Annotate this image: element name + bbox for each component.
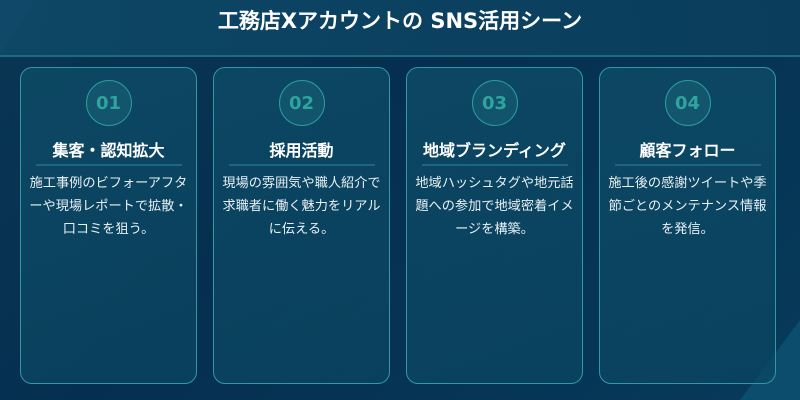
card-description: 施工事例のビフォーアフターや現場レポートで拡散・口コミを狙う。 <box>29 176 188 237</box>
card-local-branding: 03 地域ブランディング 地域ハッシュタグや地元話題への参加で地域密着イメージを… <box>406 67 583 384</box>
header-band: 工務店Xアカウントの SNS活用シーン <box>0 0 800 57</box>
card-description: 現場の雰囲気や職人紹介で求職者に働く魅力をリアルに伝える。 <box>222 176 381 237</box>
number-badge: 04 <box>664 80 711 126</box>
card-awareness: 01 集客・認知拡大 施工事例のビフォーアフターや現場レポートで拡散・口コミを狙… <box>20 67 197 384</box>
card-customer-follow: 04 顧客フォロー 施工後の感謝ツイートや季節ごとのメンテナンス情報を発信。 <box>599 67 776 384</box>
card-title: 集客・認知拡大 <box>35 137 182 166</box>
card-recruiting: 02 採用活動 現場の雰囲気や職人紹介で求職者に働く魅力をリアルに伝える。 <box>213 67 390 384</box>
number-badge: 02 <box>278 80 325 126</box>
card-title: 採用活動 <box>228 137 375 166</box>
card-title: 地域ブランディング <box>421 137 568 166</box>
cards-container: 01 集客・認知拡大 施工事例のビフォーアフターや現場レポートで拡散・口コミを狙… <box>20 67 776 384</box>
card-description: 地域ハッシュタグや地元話題への参加で地域密着イメージを構築。 <box>415 176 574 237</box>
card-title: 顧客フォロー <box>614 137 761 166</box>
number-badge: 03 <box>471 80 518 126</box>
card-description: 施工後の感謝ツイートや季節ごとのメンテナンス情報を発信。 <box>608 176 767 237</box>
number-badge: 01 <box>85 80 132 126</box>
page-title: 工務店Xアカウントの SNS活用シーン <box>217 8 583 33</box>
